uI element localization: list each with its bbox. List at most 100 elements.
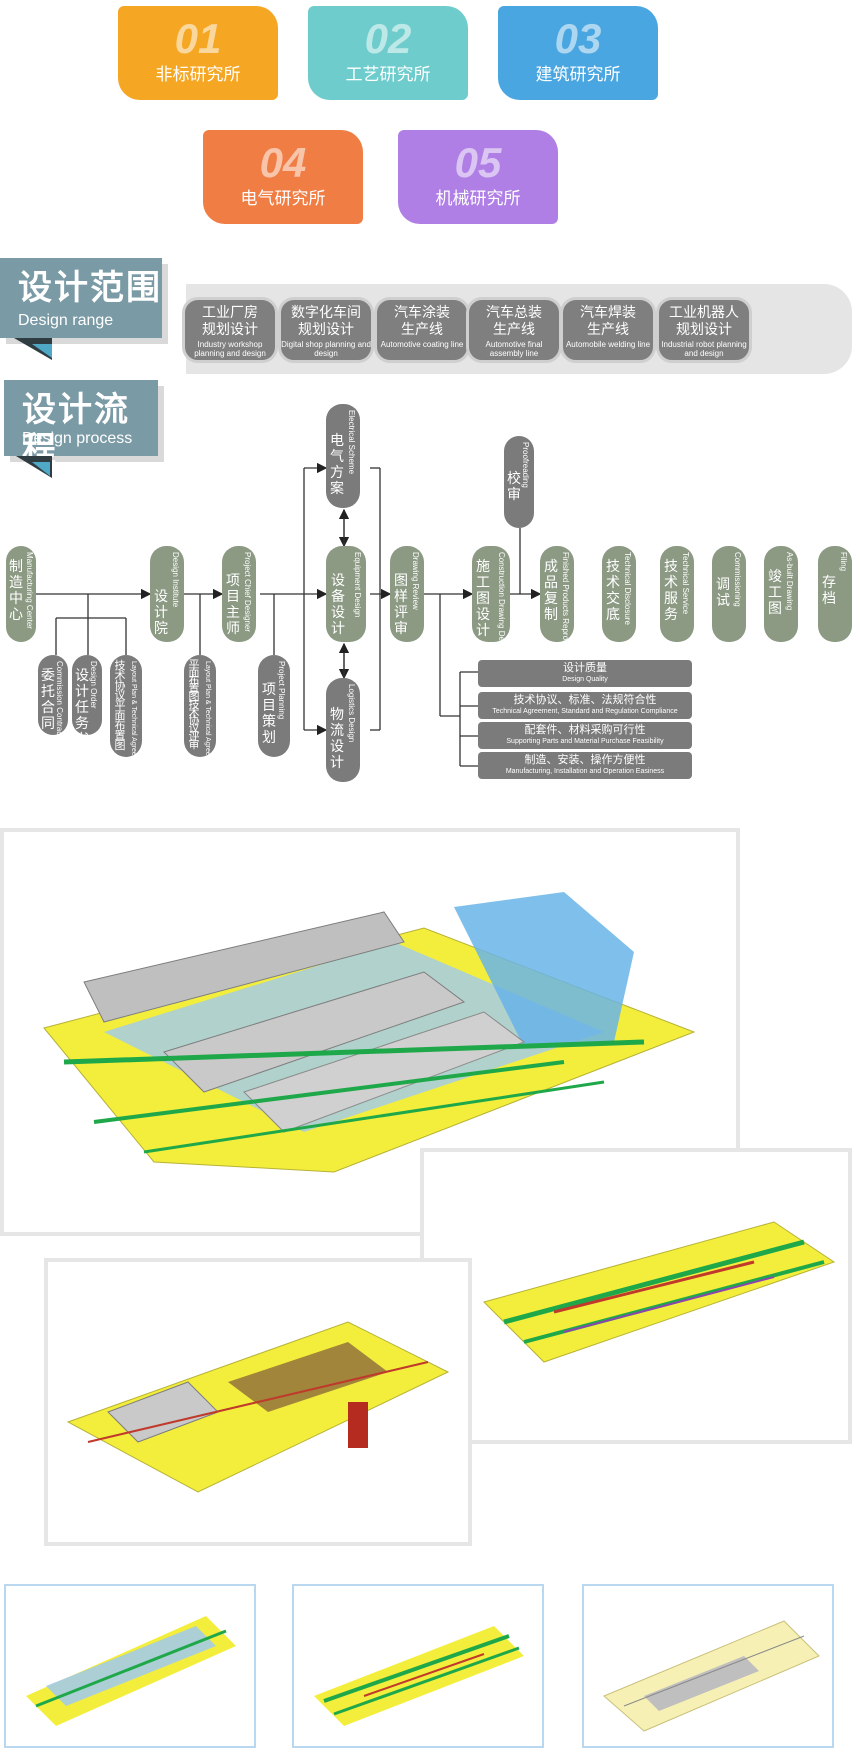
range-item-assembly-line[interactable]: 汽车总装 生产线 Automotive final assembly line xyxy=(466,297,562,363)
process-node-filing[interactable]: 存档 Filing xyxy=(818,546,852,642)
institute-tag-05[interactable]: 05 机械研究所 xyxy=(398,130,558,224)
range-item-line2: 规划设计 xyxy=(202,321,258,337)
node-en: Design Institute xyxy=(171,552,180,608)
thumb-illustration xyxy=(314,1626,524,1726)
gallery-thumb-1[interactable] xyxy=(4,1584,256,1748)
range-item-en: Industrial robot planning and design xyxy=(661,340,747,358)
institute-tag-02[interactable]: 02 工艺研究所 xyxy=(308,6,468,100)
institute-label: 非标研究所 xyxy=(155,65,241,84)
design-range-header: 设计范围 Design range xyxy=(0,258,162,338)
institute-label: 电气研究所 xyxy=(240,189,326,208)
institute-tag-01[interactable]: 01 非标研究所 xyxy=(118,6,278,100)
process-node-equipment-design[interactable]: 设备设计 Equipment Design xyxy=(326,546,366,642)
process-node-as-built-drawing[interactable]: 竣工图 As-built Drawing xyxy=(764,546,798,642)
node-en: Finished Products Reproduction xyxy=(561,552,570,666)
quality-en: Supporting Parts and Material Purchase F… xyxy=(506,738,664,745)
section-subtitle: Design process xyxy=(22,430,133,447)
quality-en: Technical Agreement, Standard and Regula… xyxy=(492,708,678,715)
institute-number: 02 xyxy=(364,15,412,62)
node-zh: 校审 xyxy=(507,470,521,502)
process-node-electrical-scheme[interactable]: 电气方案 Electrical Scheme xyxy=(326,404,360,508)
process-node-construction-drawing[interactable]: 施工图设计 Construction Drawing Design xyxy=(472,546,510,656)
process-node-design-order[interactable]: 设计任务书 Design Order xyxy=(72,655,102,747)
node-zh: 施工图设计 xyxy=(476,558,490,638)
node-en: Drawing Review xyxy=(411,552,420,610)
process-node-layout-plan[interactable]: 技术协议平面布置图 Layout Plan & Technical Agreem… xyxy=(110,655,142,771)
quality-item-feasibility: 配套件、材料采购可行性 Supporting Parts and Materia… xyxy=(478,722,692,749)
process-node-logistics-design[interactable]: 物流设计 Logistics Design xyxy=(326,678,360,782)
section-title: 设计范围 xyxy=(18,269,162,307)
process-node-project-planning[interactable]: 项目策划 Project Planning xyxy=(258,655,290,757)
node-zh: 存档 xyxy=(822,574,836,606)
range-item-line1: 汽车总装 xyxy=(486,304,542,320)
process-node-technical-disclosure[interactable]: 技术交底 Technical Disclosure xyxy=(602,546,636,642)
process-node-reproduction[interactable]: 成品复制 Finished Products Reproduction xyxy=(540,546,574,666)
node-zh: 调试 xyxy=(716,576,730,608)
process-node-chief-designer[interactable]: 项目主师 Project Chief Designer xyxy=(222,546,256,642)
node-en: Layout Plan & Technical Agreement Review xyxy=(204,661,211,797)
gallery-thumb-2[interactable] xyxy=(292,1584,544,1748)
range-item-workshop[interactable]: 工业厂房 规划设计 Industry workshop planning and… xyxy=(182,297,278,363)
institute-number: 03 xyxy=(554,15,602,62)
process-node-technical-service[interactable]: 技术服务 Technical Service xyxy=(660,546,694,642)
design-process-header: 设计流程 Design process xyxy=(4,380,158,469)
institute-tag-03[interactable]: 03 建筑研究所 xyxy=(498,6,658,100)
range-item-line2: 生产线 xyxy=(493,321,535,337)
range-item-line1: 工业机器人 xyxy=(669,304,739,320)
node-zh: 成品复制 xyxy=(544,558,558,622)
range-item-line2: 生产线 xyxy=(587,321,629,337)
process-node-layout-review[interactable]: 平面布置图技术协议评审 Layout Plan & Technical Agre… xyxy=(184,655,216,796)
quality-zh: 设计质量 xyxy=(563,662,607,674)
process-node-commissioning[interactable]: 调试 Commissioning xyxy=(712,546,746,642)
node-en: Filing xyxy=(839,552,848,572)
institute-number: 04 xyxy=(259,139,307,186)
node-zh: 制造中心 xyxy=(9,558,23,622)
node-zh: 项目主师 xyxy=(226,572,240,636)
node-zh: 技术服务 xyxy=(664,558,678,622)
range-item-line2: 规划设计 xyxy=(676,321,732,337)
institute-tag-04[interactable]: 04 电气研究所 xyxy=(203,130,363,224)
range-item-robot[interactable]: 工业机器人 规划设计 Industrial robot planning and… xyxy=(656,297,752,363)
header-fold-accent xyxy=(32,344,52,358)
node-zh: 技术交底 xyxy=(606,558,620,622)
quality-item-compliance: 技术协议、标准、法规符合性 Technical Agreement, Stand… xyxy=(478,692,692,719)
process-node-drawing-review[interactable]: 图样评审 Drawing Review xyxy=(390,546,424,642)
gallery-image-large-3[interactable] xyxy=(44,1258,472,1546)
node-en: Commission Contract xyxy=(55,661,64,738)
node-zh: 项目策划 xyxy=(262,681,276,745)
process-node-proofreading[interactable]: 校审 Proofreading xyxy=(504,436,534,528)
process-connectors xyxy=(36,462,542,767)
header-fold-accent xyxy=(32,462,50,476)
quality-zh: 技术协议、标准、法规符合性 xyxy=(513,694,657,706)
node-en: Layout Plan & Technical Agreement xyxy=(130,661,137,772)
node-en: Proofreading xyxy=(521,442,530,488)
node-zh: 图样评审 xyxy=(394,572,408,636)
plant-layout-illustration xyxy=(483,1221,836,1363)
process-node-manufacturing-center[interactable]: 制造中心 Manufacturing Center xyxy=(6,546,36,642)
range-item-welding-line[interactable]: 汽车焊装 生产线 Automobile welding line xyxy=(560,297,656,363)
thumb-illustration xyxy=(603,1620,820,1732)
institute-number: 01 xyxy=(174,15,222,62)
node-zh: 委托合同 xyxy=(41,667,55,731)
institute-label: 建筑研究所 xyxy=(535,65,621,84)
node-en: Manufacturing Center xyxy=(25,552,34,629)
range-item-digital-shop[interactable]: 数字化车间 规划设计 Digital shop planning and des… xyxy=(278,297,374,363)
range-item-line1: 工业厂房 xyxy=(202,304,258,320)
range-item-line2: 规划设计 xyxy=(298,321,354,337)
node-en: As-built Drawing xyxy=(785,552,794,611)
node-en: Equipment Design xyxy=(353,552,362,618)
plant-layout-illustration xyxy=(43,892,696,1173)
process-node-design-institute[interactable]: 设计院 Design Institute xyxy=(150,546,184,642)
range-item-line2: 生产线 xyxy=(401,321,443,337)
node-en: Commissioning xyxy=(733,552,742,607)
node-zh: 平面布置图技术协议评审 xyxy=(188,659,200,751)
range-item-en: Automobile welding line xyxy=(565,340,651,349)
gallery-thumb-3[interactable] xyxy=(582,1584,834,1748)
node-zh: 设计院 xyxy=(154,588,168,636)
gallery-image-large-2[interactable] xyxy=(420,1148,852,1444)
process-node-commission-contract[interactable]: 委托合同 Commission Contract xyxy=(38,655,68,738)
node-zh: 电气方案 xyxy=(330,432,344,496)
institute-label: 机械研究所 xyxy=(435,189,521,208)
node-en: Logistics Design xyxy=(347,684,356,743)
range-item-line1: 汽车涂装 xyxy=(394,304,450,320)
